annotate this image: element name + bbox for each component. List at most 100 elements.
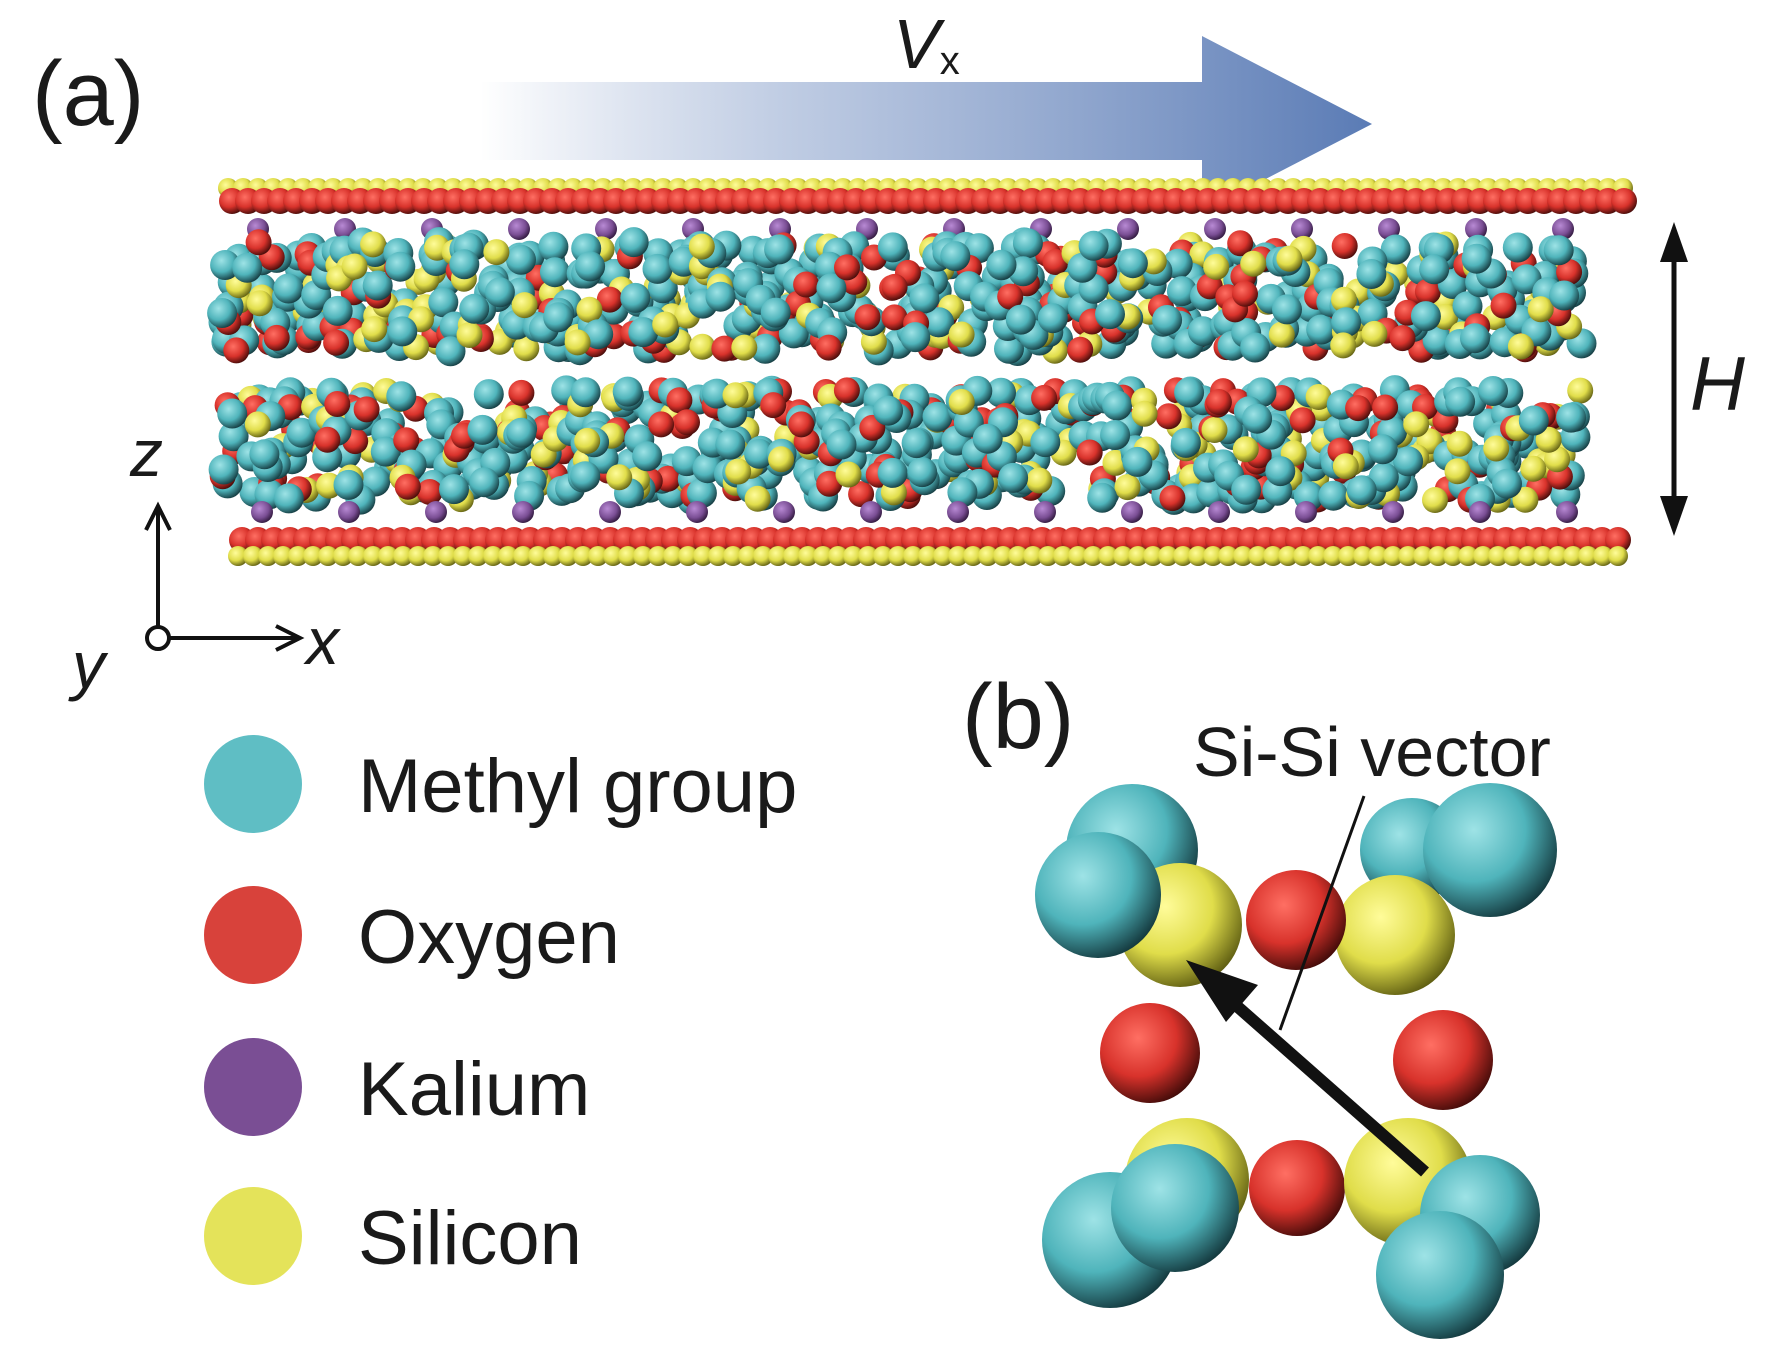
silicon-sphere (1413, 546, 1433, 566)
kalium-sphere (1117, 218, 1139, 240)
legend-swatch-methyl (204, 735, 302, 833)
silicon-sphere (652, 311, 679, 338)
methyl-sphere (387, 316, 418, 347)
oxygen-sphere (1205, 389, 1232, 415)
silicon-sphere (1201, 417, 1228, 443)
methyl-sphere (249, 439, 280, 470)
oxygen-sphere (1490, 292, 1517, 319)
silicon-sphere (1332, 453, 1359, 480)
methyl-sphere (947, 477, 978, 508)
oxygen-sphere (416, 479, 443, 505)
silicon-sphere (1293, 546, 1313, 566)
oxygen-sphere (1389, 325, 1416, 352)
kalium-sphere (1034, 501, 1056, 523)
methyl-sphere (333, 469, 364, 500)
oxygen-sphere (1227, 230, 1254, 257)
silicon-sphere (1331, 286, 1357, 313)
silicon-sphere (888, 546, 908, 566)
silicon-sphere (1008, 546, 1028, 566)
methyl-sphere (686, 478, 717, 508)
legend-swatch-silicon (204, 1187, 302, 1285)
silicon-sphere (1548, 546, 1568, 566)
silicon-sphere (543, 546, 563, 566)
methyl-sphere (1423, 783, 1557, 917)
methyl-sphere (994, 333, 1024, 364)
oxygen-sphere (596, 286, 623, 313)
silicon-sphere (1140, 248, 1167, 275)
methyl-sphere (539, 257, 570, 288)
methyl-sphere (273, 273, 304, 304)
silicon-sphere (361, 316, 388, 343)
silicon-sphere (618, 546, 638, 566)
methyl-sphere (900, 322, 931, 353)
kalium-sphere (425, 501, 447, 523)
silicon-sphere (933, 546, 953, 566)
silicon-sphere (1308, 546, 1328, 566)
methyl-sphere (1356, 259, 1387, 289)
kalium-sphere (1465, 218, 1487, 240)
silicon-sphere (1143, 546, 1163, 566)
methyl-sphere (439, 474, 469, 505)
silicon-sphere (273, 546, 293, 566)
methyl-sphere (1265, 456, 1296, 487)
silicon-sphere (663, 546, 683, 566)
silicon-sphere (1507, 333, 1534, 360)
x-axis-arrowhead (275, 624, 305, 652)
methyl-sphere (877, 232, 908, 263)
silicon-sphere (722, 382, 749, 409)
kalium-sphere (251, 501, 273, 523)
silicon-sphere (1520, 455, 1547, 482)
panel-b-label: (b) (962, 666, 1074, 768)
methyl-sphere (764, 234, 795, 265)
silicon-sphere (303, 546, 323, 566)
methyl-sphere (449, 249, 480, 280)
oxygen-sphere (1556, 259, 1583, 286)
legend-swatch-kalium (204, 1038, 302, 1136)
silicon-sphere (228, 546, 248, 566)
silicon-sphere (1335, 875, 1455, 995)
methyl-sphere (469, 467, 500, 498)
silicon-sphere (558, 546, 578, 566)
oxygen-sphere (1076, 439, 1103, 466)
kalium-sphere (599, 501, 621, 523)
silicon-sphere (348, 546, 368, 566)
silicon-sphere (1444, 458, 1471, 485)
silicon-sphere (318, 546, 338, 566)
vector-label-leader-line (1278, 795, 1366, 1031)
silicon-sphere (603, 546, 623, 566)
methyl-sphere (1461, 243, 1492, 274)
oxygen-sphere (881, 273, 908, 300)
oxygen-sphere (394, 473, 421, 500)
methyl-sphere (1393, 446, 1424, 477)
silicon-sphere (574, 427, 601, 454)
oxygen-sphere (674, 409, 700, 436)
methyl-sphere (1380, 234, 1411, 265)
silicon-sphere (1083, 546, 1103, 566)
methyl-sphere (1422, 325, 1453, 356)
legend-label-oxygen: Oxygen (358, 895, 620, 980)
legend-label-methyl: Methyl group (358, 744, 797, 829)
methyl-sphere (1518, 405, 1549, 436)
silicon-sphere (1218, 546, 1238, 566)
molecule-cluster (1035, 783, 1557, 1339)
methyl-sphere (618, 227, 649, 258)
silicon-sphere (1240, 250, 1267, 277)
silicon-sphere (423, 546, 443, 566)
silicon-sphere (993, 546, 1013, 566)
methyl-sphere (1543, 235, 1574, 266)
legend-item-kalium: Kalium (204, 1038, 590, 1136)
silicon-sphere (393, 546, 413, 566)
kalium-sphere (1378, 218, 1400, 240)
silicon-sphere (513, 335, 540, 362)
oxygen-sphere (834, 254, 860, 281)
silicon-sphere (1563, 546, 1583, 566)
silicon-sphere (246, 290, 273, 317)
methyl-sphere (1111, 1144, 1239, 1272)
methyl-sphere (1012, 228, 1043, 259)
methyl-sphere (459, 293, 490, 324)
methyl-sphere (1272, 294, 1302, 325)
height-dimension-arrow (1660, 222, 1688, 536)
oxygen-sphere (848, 481, 875, 508)
silicon-sphere (1428, 546, 1448, 566)
